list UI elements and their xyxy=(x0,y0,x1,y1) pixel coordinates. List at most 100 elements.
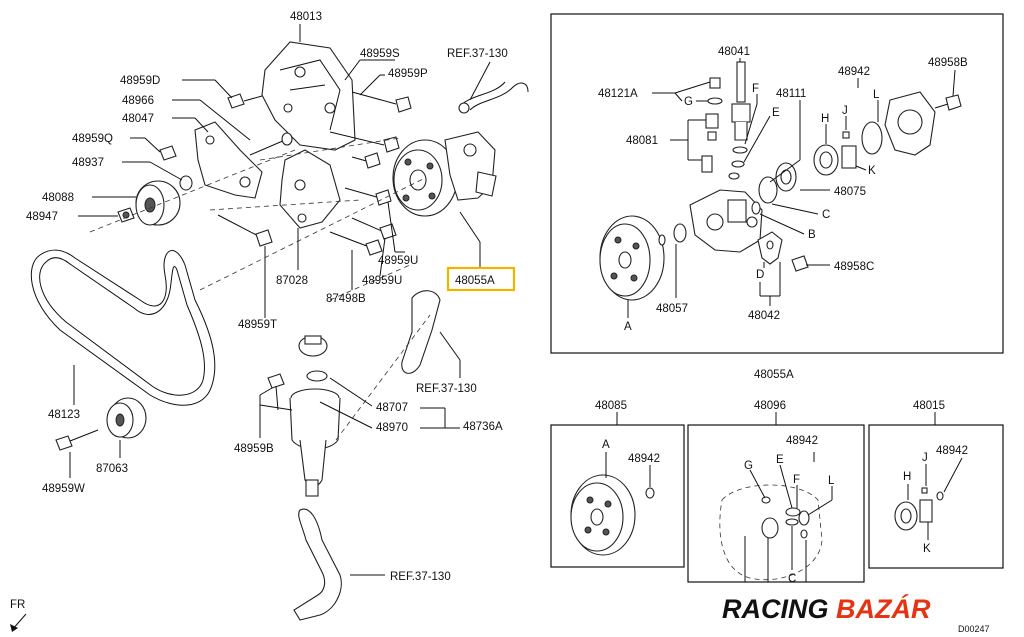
label-48123[interactable]: 48123 xyxy=(48,409,80,421)
spool-48081[interactable] xyxy=(701,113,719,173)
label-48959W[interactable]: 48959W xyxy=(42,483,85,495)
end-cover[interactable] xyxy=(884,91,936,156)
b3-label-K[interactable]: K xyxy=(923,543,931,555)
cover-48111[interactable] xyxy=(775,162,797,192)
label-48959P[interactable]: 48959P xyxy=(388,68,428,80)
pump-body[interactable] xyxy=(689,189,763,253)
bolt-48966[interactable] xyxy=(249,132,293,156)
ref-37-130-bottom[interactable]: REF.37-130 xyxy=(390,571,451,583)
d1-label-48041[interactable]: 48041 xyxy=(718,46,750,58)
label-48959B[interactable]: 48959B xyxy=(234,443,274,455)
b3-label-H[interactable]: H xyxy=(903,471,911,483)
d1-label-48042[interactable]: 48042 xyxy=(748,310,780,322)
label-87028[interactable]: 87028 xyxy=(276,275,308,287)
bolt-48959U-upper[interactable] xyxy=(344,152,392,206)
seal-set-48096[interactable] xyxy=(761,496,810,539)
b2-label-C[interactable]: C xyxy=(788,573,796,585)
bolt-48959D[interactable] xyxy=(227,93,263,109)
label-48959Q[interactable]: 48959Q xyxy=(72,133,113,145)
d1-label-J[interactable]: J xyxy=(842,105,848,117)
power-steering-pump[interactable] xyxy=(392,131,497,217)
label-48736A[interactable]: 48736A xyxy=(463,421,503,433)
pressure-hose-upper[interactable] xyxy=(458,81,529,114)
d1-label-48111[interactable]: 48111 xyxy=(776,88,806,100)
label-48959D[interactable]: 48959D xyxy=(120,75,160,87)
b2-label-G[interactable]: G xyxy=(744,460,753,472)
bolt-48959W[interactable] xyxy=(55,429,99,451)
b3-title-48015[interactable]: 48015 xyxy=(913,400,945,412)
bolt-48959Q[interactable] xyxy=(159,145,177,161)
idler-pulley[interactable] xyxy=(135,180,181,226)
label-48088[interactable]: 48088 xyxy=(42,192,74,204)
spacer-48937[interactable] xyxy=(179,175,193,191)
bolt-48958C[interactable] xyxy=(791,255,809,272)
d1-label-L[interactable]: L xyxy=(873,89,880,101)
pulley-48085[interactable] xyxy=(570,474,636,556)
o-ring-B[interactable] xyxy=(751,201,761,215)
bolt-48959P[interactable] xyxy=(329,131,400,153)
outlet-fitting-48042[interactable] xyxy=(757,231,783,265)
bolt-48959B[interactable] xyxy=(267,373,285,411)
d1-label-48075[interactable]: 48075 xyxy=(834,186,866,198)
label-48970[interactable]: 48970 xyxy=(376,422,408,434)
label-48966[interactable]: 48966 xyxy=(122,95,154,107)
o-ring-F[interactable] xyxy=(732,146,748,154)
d1-label-A[interactable]: A xyxy=(624,321,632,333)
b1-title-48085[interactable]: 48085 xyxy=(595,400,627,412)
b2-label-E[interactable]: E xyxy=(776,454,784,466)
bracket-87028[interactable] xyxy=(279,149,341,229)
seal-48057[interactable] xyxy=(658,223,687,246)
ref-37-130-top[interactable]: REF.37-130 xyxy=(447,48,508,60)
bearing-H[interactable] xyxy=(813,144,839,176)
tensioner-bracket-48047[interactable] xyxy=(194,121,263,199)
bolt-48959U-lower[interactable] xyxy=(351,217,397,240)
b1-label-A[interactable]: A xyxy=(602,439,610,451)
bolt-87498B[interactable] xyxy=(329,231,383,256)
o-ring-E[interactable] xyxy=(728,160,745,180)
label-48947[interactable]: 48947 xyxy=(26,211,58,223)
label-48959U-b[interactable]: 48959U xyxy=(362,275,402,287)
d1-label-H[interactable]: H xyxy=(821,113,829,125)
d1-label-B[interactable]: B xyxy=(808,229,816,241)
return-hose[interactable] xyxy=(401,290,441,374)
label-48959S[interactable]: 48959S xyxy=(360,48,400,60)
d1-label-48121A[interactable]: 48121A xyxy=(598,88,638,100)
label-48707[interactable]: 48707 xyxy=(376,402,408,414)
b2-title-48096[interactable]: 48096 xyxy=(754,400,786,412)
d1-label-48958C[interactable]: 48958C xyxy=(834,261,874,273)
b2-label-L[interactable]: L xyxy=(828,475,835,487)
bolt-48958B[interactable] xyxy=(934,94,962,111)
pin-J[interactable] xyxy=(842,131,850,139)
ref-37-130-mid[interactable]: REF.37-130 xyxy=(416,383,477,395)
pump-pulley-A[interactable] xyxy=(599,215,665,301)
valve-48041[interactable] xyxy=(731,61,751,141)
label-48959U-a[interactable]: 48959U xyxy=(378,255,418,267)
label-48013[interactable]: 48013 xyxy=(290,11,322,23)
bolt-48959S[interactable] xyxy=(351,91,412,113)
pump-bracket-48013[interactable] xyxy=(261,41,356,151)
bearing-set-48015[interactable] xyxy=(894,487,944,531)
d1-label-48057[interactable]: 48057 xyxy=(656,303,688,315)
bolt-48959T[interactable] xyxy=(217,214,273,247)
oil-reservoir[interactable] xyxy=(289,335,341,497)
d1-label-G[interactable]: G xyxy=(684,96,693,108)
b3-label-J[interactable]: J xyxy=(922,452,928,464)
b2-label-F[interactable]: F xyxy=(793,474,800,486)
d1-label-48081[interactable]: 48081 xyxy=(626,135,658,147)
label-87063[interactable]: 87063 xyxy=(96,463,128,475)
b3-label-48942[interactable]: 48942 xyxy=(936,445,968,457)
label-48055A-left[interactable]: 48055A xyxy=(455,275,495,287)
suction-hose[interactable] xyxy=(293,508,342,621)
tensioner-pulley-87063[interactable] xyxy=(106,397,147,439)
d1-label-E[interactable]: E xyxy=(772,107,780,119)
label-48959T[interactable]: 48959T xyxy=(238,319,277,331)
o-ring-48942-b1[interactable] xyxy=(645,487,655,499)
needle-bearing-K[interactable] xyxy=(841,145,857,169)
bolt-48947[interactable] xyxy=(117,207,135,223)
d1-label-48942[interactable]: 48942 xyxy=(838,66,870,78)
o-ring-C[interactable] xyxy=(758,176,778,204)
d1-label-48958B[interactable]: 48958B xyxy=(928,57,968,69)
label-87498B[interactable]: 87498B xyxy=(326,293,366,305)
d1-label-F[interactable]: F xyxy=(752,83,759,95)
b1-label-48942[interactable]: 48942 xyxy=(628,453,660,465)
